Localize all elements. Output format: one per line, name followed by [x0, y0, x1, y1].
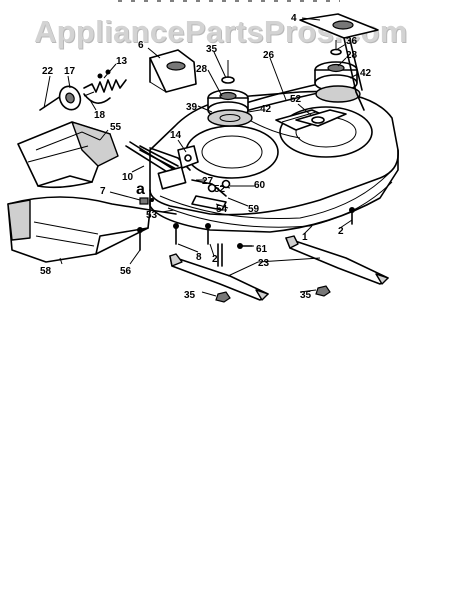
callout-60: 60 [254, 180, 266, 191]
callout-8: 8 [196, 252, 202, 263]
callout-22: 22 [42, 66, 54, 77]
callout-13: 13 [116, 56, 128, 67]
right-spindle-pulley [314, 40, 361, 103]
callout-14: 14 [170, 130, 182, 141]
callout-4: 4 [291, 13, 297, 24]
callout-52-top: 52 [290, 94, 302, 105]
callout-58: 58 [40, 266, 52, 277]
callout-7: 7 [100, 186, 106, 197]
callout-18: 18 [94, 110, 106, 121]
callout-54: 54 [216, 204, 228, 215]
callout-39: 39 [186, 102, 198, 113]
leader-lines [43, 17, 359, 297]
callout-35-left: 35 [184, 290, 196, 301]
callout-52-mid: 52 [214, 184, 226, 195]
callout-labels: 4 6 35 26 36 28 28 42 22 17 13 18 39 42 … [40, 13, 372, 301]
callout-28-right: 28 [346, 50, 358, 61]
blades-23 [169, 235, 389, 303]
callout-53: 53 [146, 210, 158, 221]
deflector-58 [7, 196, 151, 263]
callout-17: 17 [64, 66, 76, 77]
idler-arm-52 [295, 109, 347, 127]
callout-56: 56 [120, 266, 132, 277]
callout-23: 23 [258, 258, 270, 269]
callout-26: 26 [263, 50, 275, 61]
deck-lift-hardware [125, 141, 231, 215]
callout-55: 55 [110, 122, 122, 133]
callout-35-right: 35 [300, 290, 312, 301]
callout-2-left: 2 [212, 254, 218, 265]
callout-61: 61 [256, 244, 268, 255]
callout-2-right: 2 [338, 226, 344, 237]
callout-1: 1 [302, 232, 308, 243]
callout-35-top: 35 [206, 44, 218, 55]
spring-assembly [39, 69, 127, 111]
bracket-6 [149, 49, 197, 93]
left-spindle-pulley [207, 60, 253, 127]
callout-28-left: 28 [196, 64, 208, 75]
callout-59: 59 [248, 204, 260, 215]
callout-42-left: 42 [260, 104, 272, 115]
callout-42-right: 42 [360, 68, 372, 79]
callout-a: a [136, 181, 145, 198]
callout-27: 27 [202, 176, 214, 187]
callout-6: 6 [138, 40, 144, 51]
discharge-chute-55 [17, 121, 119, 189]
callout-36: 36 [346, 36, 358, 47]
callout-10: 10 [122, 172, 134, 183]
